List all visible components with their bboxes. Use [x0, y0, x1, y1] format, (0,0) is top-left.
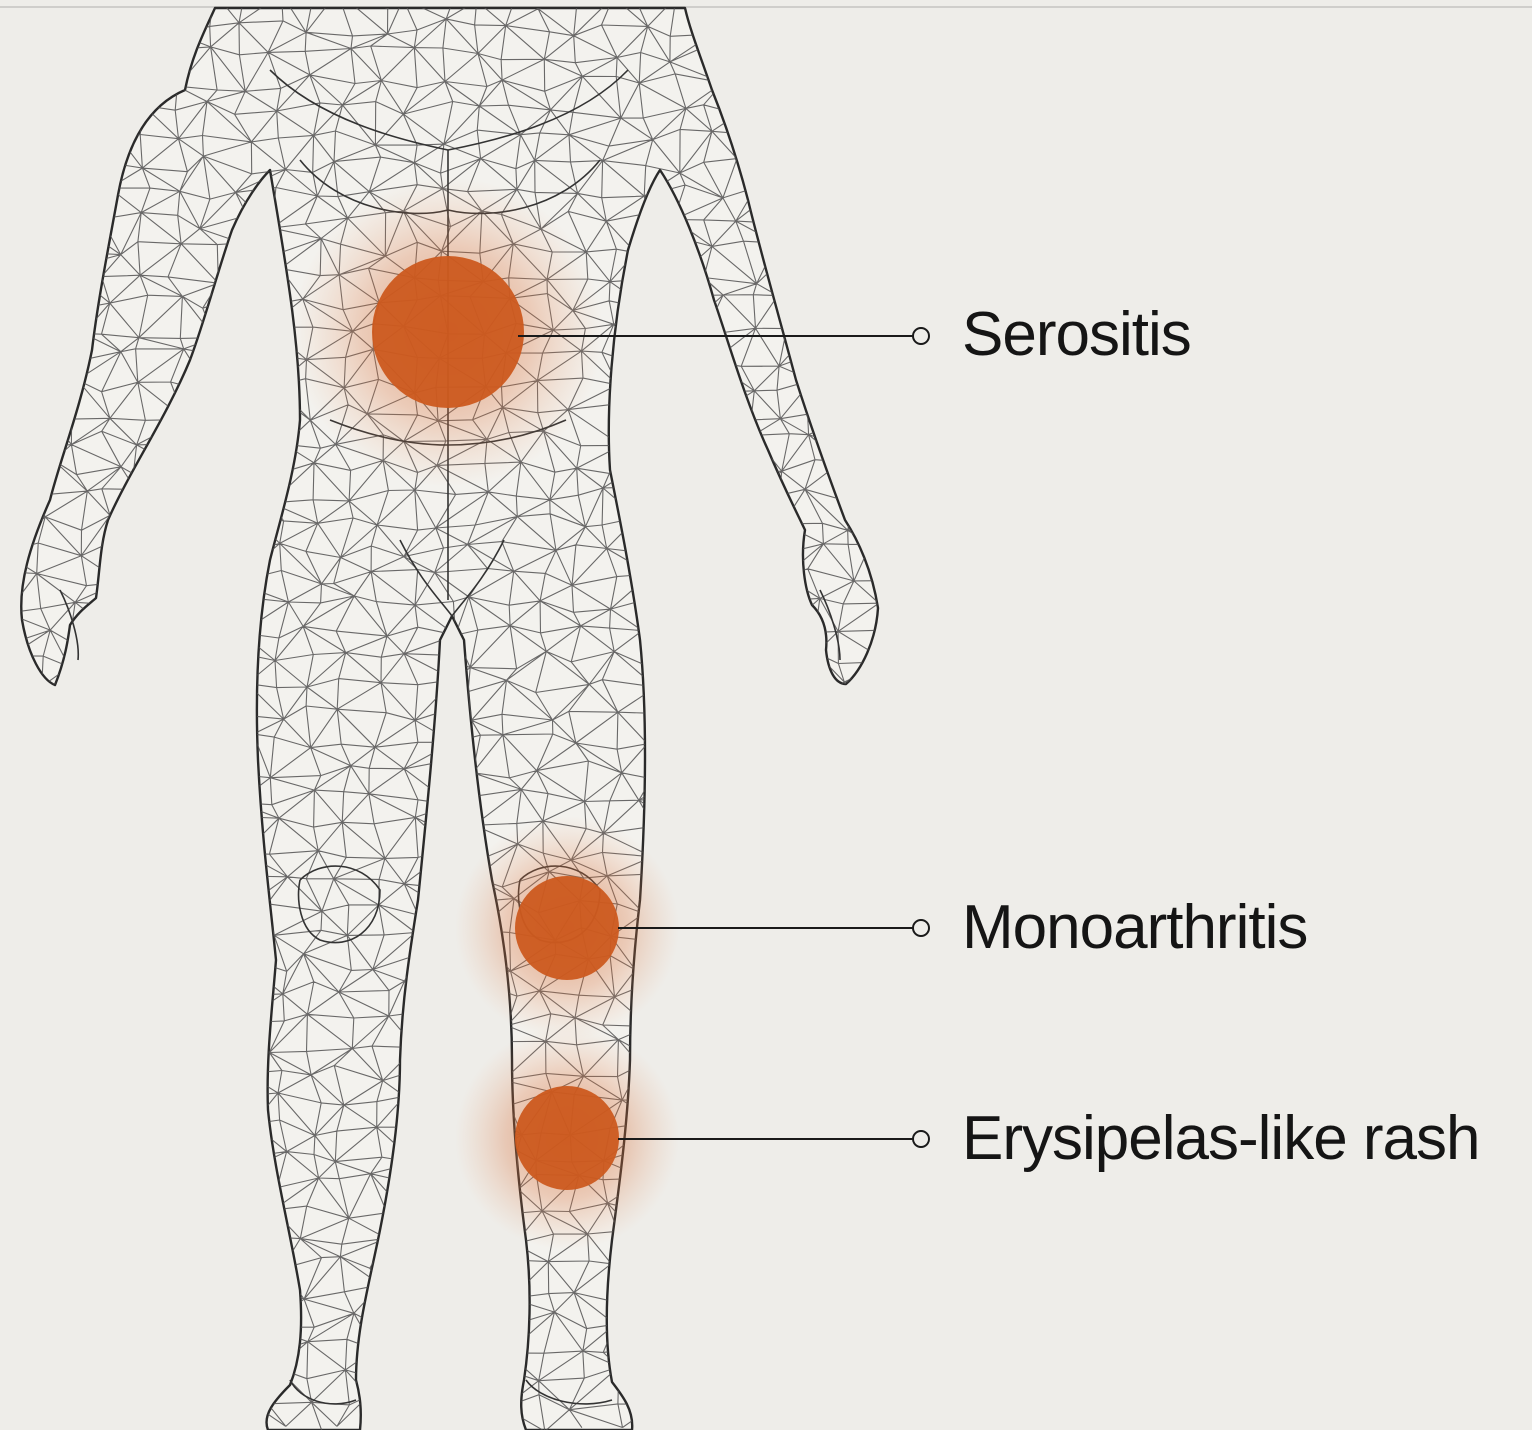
erysipelas-rash-label: Erysipelas-like rash — [962, 1108, 1480, 1170]
serositis-label: Serositis — [962, 304, 1191, 366]
serositis-hotspot — [293, 177, 603, 487]
monoarthritis-label: Monoarthritis — [962, 897, 1307, 959]
